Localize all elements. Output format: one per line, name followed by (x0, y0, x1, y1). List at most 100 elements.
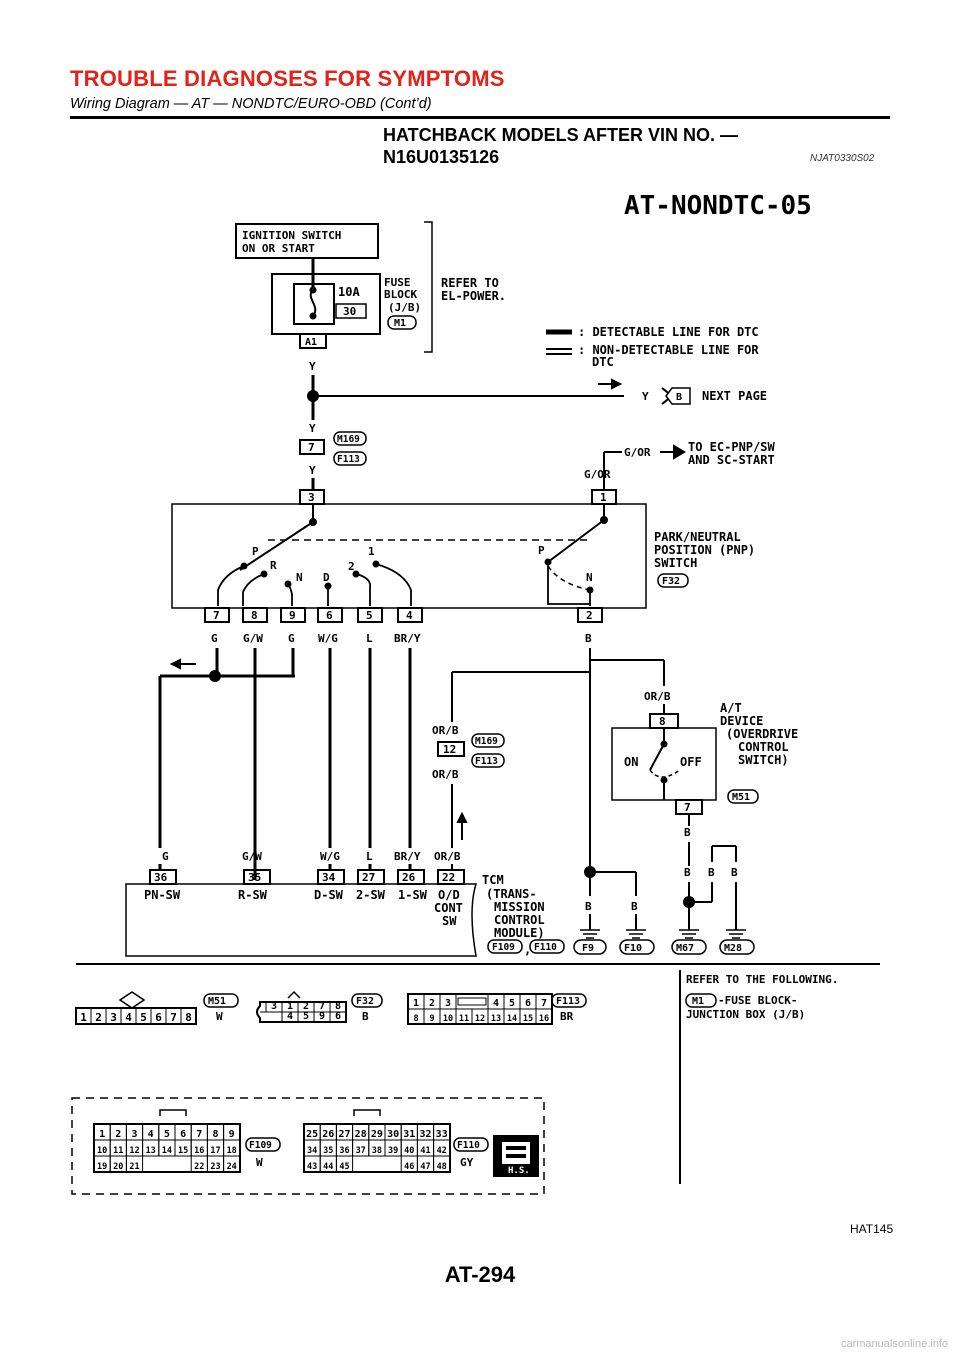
tcm-wire-wg: W/G (320, 850, 340, 863)
hs-badge: H.S. (493, 1135, 539, 1177)
f109-pin: 20 (113, 1162, 123, 1172)
fuse-block-label-2: BLOCK (384, 288, 417, 301)
pnp-pos-2: 2 (348, 560, 355, 573)
f113-pin: 2 (429, 998, 435, 1009)
f113-pin: 8 (413, 1014, 418, 1024)
f32-pin: 7 (319, 1001, 325, 1012)
pnp-wire-b: B (585, 632, 592, 645)
svg-text:,: , (524, 943, 531, 957)
to-ec-line1: TO EC-PNP/SW (688, 440, 775, 454)
next-page-label: NEXT PAGE (702, 389, 767, 403)
fuse-amp: 10A (338, 285, 360, 299)
f110-pin: 32 (419, 1129, 431, 1140)
fuse-symbol (309, 289, 317, 317)
tcm-label-od: O/D (438, 888, 460, 902)
atd-off: OFF (680, 755, 702, 769)
f113-pin: 12 (475, 1014, 485, 1024)
pnp-label-1: PARK/NEUTRAL (654, 530, 741, 544)
m51-pin: 5 (140, 1011, 147, 1024)
f109-pin: 7 (196, 1129, 202, 1140)
pnp-right-n: N (586, 571, 593, 584)
f109-pin: 8 (212, 1129, 218, 1140)
f110-pin: 34 (307, 1146, 317, 1156)
refer-following: REFER TO THE FOLLOWING. (686, 973, 838, 986)
section-title-line2: N16U0135126 (383, 147, 500, 167)
tcm-title-1: TCM (482, 873, 504, 887)
pin-7-joint: 7 (308, 441, 315, 454)
f113-pin: 4 (493, 998, 499, 1009)
f109-pin: 10 (97, 1146, 107, 1156)
pnp-wire-g: G (211, 632, 218, 645)
f110-color: GY (460, 1156, 474, 1169)
wiring-diagram: AT-NONDTC-05 IGNITION SWITCH ON OR START… (71, 191, 880, 1195)
f110-pin: 29 (371, 1129, 383, 1140)
f113-pin: 13 (491, 1014, 501, 1024)
pnp-pos-p: P (252, 545, 259, 558)
tcm-conn-f109: F109 (492, 942, 515, 953)
tcm-label-sw: SW (442, 914, 457, 928)
atd-wire-orb: OR/B (644, 690, 671, 703)
refer-label-1: REFER TO (441, 276, 499, 290)
fuse-inner-box (293, 283, 335, 325)
pnp-pos-1: 1 (368, 545, 375, 558)
legend-nondetectable-2: DTC (592, 355, 614, 369)
f110-pin: 44 (323, 1162, 333, 1172)
m51-color: W (216, 1010, 223, 1023)
gnd-wire-b-2: B (631, 900, 638, 913)
wire-y-3: Y (309, 464, 316, 477)
tcm-conn-f110: F110 (534, 942, 557, 953)
f113-pin: 9 (429, 1014, 434, 1024)
gnd-wire-b-4: B (708, 866, 715, 879)
f113-pin: 14 (507, 1014, 517, 1024)
m51-pin: 6 (155, 1011, 162, 1024)
atd-conn-id: M51 (732, 792, 750, 803)
ignition-switch-box (235, 223, 379, 259)
refer-label-2: EL-POWER. (441, 289, 506, 303)
f109-pin: 4 (148, 1129, 154, 1140)
f32-color: B (362, 1010, 369, 1023)
f110-pin: 30 (387, 1129, 399, 1140)
section-code: NJAT0330S02 (810, 153, 875, 164)
f32-pin: 1 (287, 1001, 293, 1012)
next-page-tag: B (676, 392, 682, 403)
fuse-block-label-1: FUSE (384, 276, 411, 289)
f109-pin: 1 (99, 1129, 105, 1140)
footer-watermark: carmanualsonline.info (840, 1338, 948, 1350)
wire-gor: G/OR (584, 468, 611, 481)
f109-pin: 12 (129, 1146, 139, 1156)
f32-pin: 2 (303, 1001, 309, 1012)
diagram-id: AT-NONDTC-05 (624, 191, 812, 221)
page-header-title: TROUBLE DIAGNOSES FOR SYMPTOMS (70, 66, 505, 91)
hs-label: H.S. (508, 1166, 530, 1176)
f110-pin: 26 (322, 1129, 334, 1140)
tcm-box (125, 883, 478, 957)
atd-pin-7: 7 (684, 801, 691, 814)
pnp-bottom-pin-7: 7 (213, 609, 220, 622)
f32-pin: 5 (303, 1011, 309, 1022)
f113-id: F113 (556, 996, 580, 1007)
tcm-label-d-sw: D-SW (314, 888, 344, 902)
f109-pin: 6 (180, 1129, 186, 1140)
f110-pin: 38 (372, 1146, 382, 1156)
m51-pin: 8 (185, 1011, 192, 1024)
f110-pin: 33 (436, 1129, 448, 1140)
figure-code: HAT145 (850, 1222, 894, 1236)
f113-pin: 6 (525, 998, 531, 1009)
gnd-m67: M67 (676, 943, 694, 954)
tcm-wire-orb: OR/B (434, 850, 461, 863)
f110-pin: 31 (403, 1129, 415, 1140)
pnp-bottom-pin-4: 4 (406, 609, 413, 622)
m51-pin: 2 (95, 1011, 102, 1024)
wire-orb-2: OR/B (432, 768, 459, 781)
f113-pin: 10 (443, 1014, 453, 1024)
f32-pin: 4 (287, 1011, 293, 1022)
f109-pin: 15 (178, 1146, 188, 1156)
f109-pin: 22 (194, 1162, 204, 1172)
pnp-bottom-pin-6: 6 (326, 609, 333, 622)
f109-pin: 13 (146, 1146, 156, 1156)
joint-conn-m169-2: M169 (475, 736, 498, 747)
tcm-label-cont: CONT (434, 901, 463, 915)
f32-pin: 6 (335, 1011, 341, 1022)
f110-pin: 37 (356, 1146, 366, 1156)
